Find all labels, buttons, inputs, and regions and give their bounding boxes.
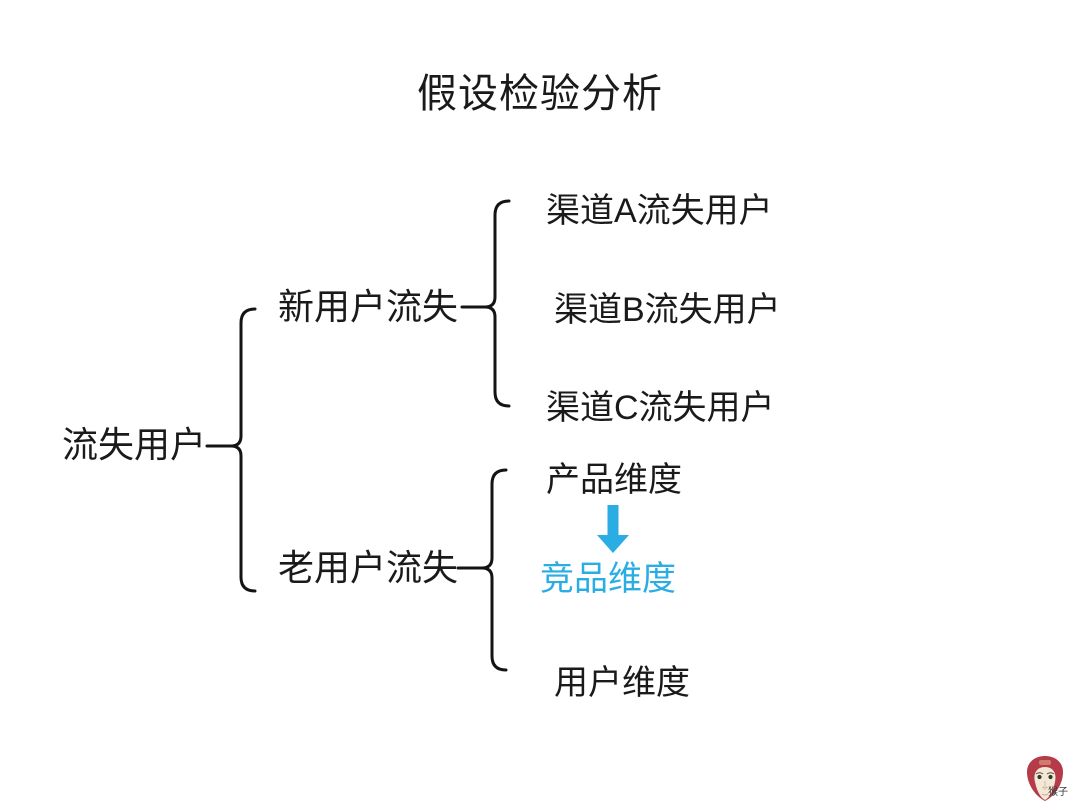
node-product-dimension: 产品维度 (546, 461, 682, 499)
dimensions-brace (480, 468, 508, 672)
node-new-user-churn: 新用户流失 (278, 286, 459, 327)
node-channel-c: 渠道C流失用户 (546, 389, 775, 427)
page-title: 假设检验分析 (417, 72, 663, 116)
node-channel-b: 渠道B流失用户 (554, 291, 781, 329)
down-arrow-icon (597, 505, 629, 553)
monkey-logo-icon (1027, 756, 1063, 801)
level1-brace (229, 307, 257, 593)
node-channel-a: 渠道A流失用户 (546, 192, 773, 230)
logo-caption: 猴子 (1048, 787, 1068, 798)
node-competitor-dimension: 竞品维度 (540, 560, 676, 598)
node-churned-users: 流失用户 (62, 424, 207, 465)
node-old-user-churn: 老用户流失 (278, 547, 459, 588)
node-user-dimension: 用户维度 (554, 664, 690, 702)
channels-brace (483, 199, 511, 408)
